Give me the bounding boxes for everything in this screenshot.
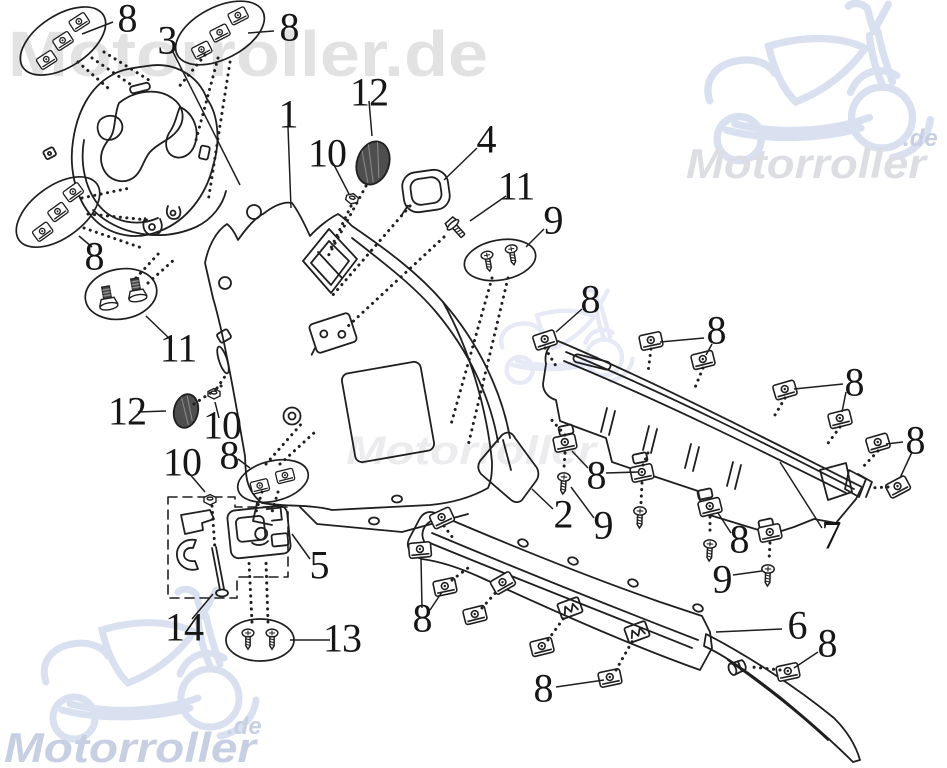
callout-label: 6 — [787, 602, 808, 648]
dotted-leader-lines — [76, 50, 890, 672]
callout-label: 10 — [308, 130, 347, 176]
callout-label: 2 — [553, 491, 574, 537]
item-12-reflector — [355, 140, 391, 186]
part-5-lock-assembly — [226, 504, 292, 560]
callout-label: 8 — [533, 665, 554, 711]
scooter-watermark-icon — [501, 290, 632, 383]
callout-label: 12 — [108, 388, 147, 434]
callout-label: 9 — [543, 197, 564, 243]
callout-label: 8 — [580, 276, 601, 322]
callout-label: 7 — [821, 512, 842, 558]
callout-label: 8 — [412, 595, 433, 641]
nut-fastener — [203, 493, 217, 506]
clip-fastener — [628, 462, 656, 484]
watermark-bottom-left: Motorroller — [4, 724, 259, 768]
item-4-grommet — [401, 168, 451, 216]
screw-group — [463, 238, 537, 282]
scooter-watermark-icon — [708, 3, 930, 160]
clip-fastener — [756, 522, 784, 544]
callout-label: 3 — [157, 17, 178, 63]
callout-label: 8 — [706, 307, 727, 353]
part-7-side-panel — [542, 340, 873, 535]
callout-label: 8 — [905, 417, 926, 463]
part-3-handlebar-cover — [42, 64, 227, 237]
callout-label: 9 — [593, 502, 614, 548]
clip-fastener — [461, 604, 489, 626]
clip-fastener — [428, 505, 456, 531]
callout-label: 8 — [117, 0, 138, 41]
part-2-small-panel — [477, 431, 540, 504]
watermark-top-right-suffix: .de — [903, 125, 938, 152]
fasteners — [15, 0, 913, 689]
callout-label: 12 — [350, 69, 389, 115]
callout-label: 10 — [203, 402, 242, 448]
clip-fastener — [407, 540, 433, 560]
clip-fastener — [596, 667, 624, 689]
clip-group — [15, 175, 101, 249]
callout-label: 8 — [219, 432, 240, 478]
clip-group — [236, 458, 310, 504]
callout-label: 8 — [844, 359, 865, 405]
solid-leader-lines — [78, 21, 913, 688]
callout-label: 4 — [476, 116, 497, 162]
callout-label: 10 — [163, 439, 202, 485]
clip-group — [174, 0, 266, 66]
clip-fastener — [528, 636, 556, 658]
callout-label: 8 — [586, 452, 607, 498]
callout-label: 11 — [159, 325, 198, 371]
watermark-layer: Motorroller.de Motorroller .de Motorroll… — [4, 3, 938, 768]
watermark-top-right: Motorroller — [686, 140, 929, 187]
clip-fastener — [431, 576, 459, 598]
barrel-fastener — [727, 659, 747, 676]
callout-label: 1 — [278, 91, 299, 137]
callout-label: 8 — [729, 516, 750, 562]
part-14-bracket — [176, 509, 229, 598]
callout-label: 8 — [817, 620, 838, 666]
watermark-bottom-left-suffix: .de — [227, 713, 262, 740]
item-12-reflector — [172, 393, 200, 429]
clip-fastener — [774, 661, 802, 683]
screw-group — [225, 618, 295, 662]
callout-label: 14 — [165, 604, 204, 650]
callout-label: 5 — [309, 542, 330, 588]
callout-label: 8 — [84, 233, 105, 279]
callout-label: 13 — [323, 615, 362, 661]
bolt-fastener — [442, 214, 470, 242]
stud-group — [84, 267, 158, 321]
callout-label: 8 — [279, 4, 300, 50]
callout-label: 11 — [497, 163, 536, 209]
callout-label: 9 — [712, 556, 733, 602]
dashed-detail-box — [167, 496, 289, 599]
scooter-watermark-icon — [44, 589, 256, 739]
screw-fastener — [632, 505, 648, 529]
screw-fastener — [760, 563, 776, 587]
part-6-lower-panel — [407, 511, 861, 763]
